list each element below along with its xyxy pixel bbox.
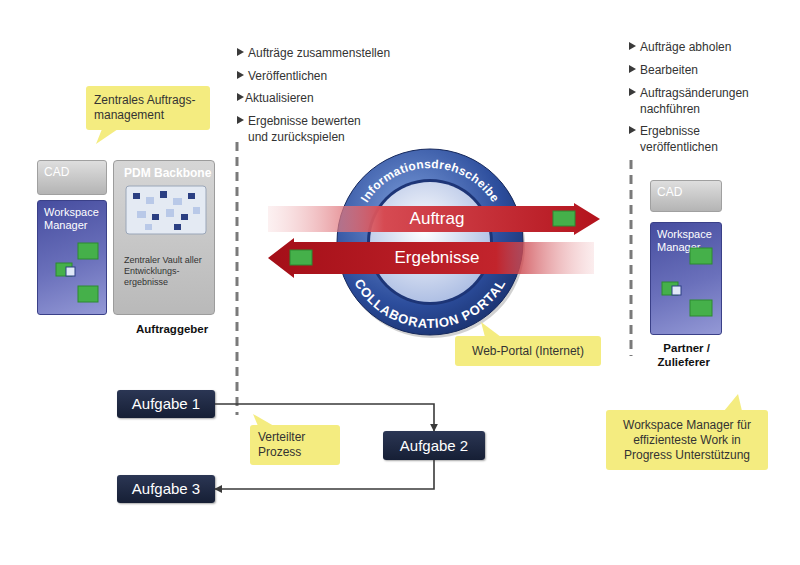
callout-text: Zentrales Auftrags- management <box>86 86 210 130</box>
task-box: Aufgabe 2 <box>383 431 485 460</box>
callout-tail <box>481 322 501 337</box>
arrow-band: Auftrag <box>268 203 600 235</box>
callout-body <box>250 425 340 465</box>
band-label: Ergebnisse <box>367 238 507 278</box>
workspace-label: Workspace Manager <box>657 228 719 254</box>
callout-box: Workspace Manager für effizienteste Work… <box>606 410 768 470</box>
pdm-box: PDM BackboneZentraler Vault aller Entwic… <box>113 160 215 315</box>
bullet-triangle <box>629 88 636 96</box>
dashed-divider <box>236 142 239 415</box>
task-label: Aufgabe 1 <box>117 390 215 418</box>
step-label: Aufträge abholen <box>640 39 790 55</box>
bullet-triangle <box>237 48 244 56</box>
bullet-triangle <box>237 71 244 79</box>
bullet-triangle <box>629 126 636 134</box>
arrow-band-shape <box>268 238 594 278</box>
workspace-box: Workspace Manager <box>37 200 107 315</box>
workspace-box: Workspace Manager <box>650 222 722 335</box>
ring-text: Informationsdrehscheibe <box>358 157 502 205</box>
callout-tail <box>253 414 274 426</box>
step-label: Bearbeiten <box>640 62 790 78</box>
party-label: Partner / Zulieferer <box>640 341 710 369</box>
cad-box: CAD <box>37 160 107 195</box>
cad-label: CAD <box>44 165 69 179</box>
step-label: Aktualisieren <box>245 90 395 106</box>
callout-body <box>86 86 210 130</box>
callout-text: Web-Portal (Internet) <box>455 336 601 366</box>
ring-text-path: COLLABORATION PORTAL <box>351 276 508 331</box>
pdm-title: PDM Backbone <box>124 166 212 180</box>
step-label: Ergebnisse veröffentlichen <box>640 123 740 155</box>
bullet-triangle <box>629 65 636 73</box>
task-box: Aufgabe 1 <box>117 390 215 418</box>
arrow-band: Ergebnisse <box>268 238 594 278</box>
callout-body <box>455 336 601 366</box>
step-label: Veröffentlichen <box>248 68 398 84</box>
cad-label: CAD <box>657 185 682 199</box>
task-box: Aufgabe 3 <box>117 475 215 503</box>
task-label: Aufgabe 2 <box>383 431 485 460</box>
dashed-divider <box>630 160 633 356</box>
step-label: Aufträge zusammenstellen <box>248 45 418 61</box>
bullet-triangle <box>629 42 636 50</box>
bullet-triangle <box>237 116 244 124</box>
cad-box: CAD <box>650 180 722 212</box>
callout-box: Web-Portal (Internet) <box>455 336 601 366</box>
step-label: Auftragsänderungen nachführen <box>640 85 758 117</box>
callout-text: Workspace Manager für effizienteste Work… <box>606 410 768 470</box>
callout-body <box>606 410 768 470</box>
callout-box: Verteilter Prozess <box>250 425 340 465</box>
callout-text: Verteilter Prozess <box>250 425 340 465</box>
callout-box: Zentrales Auftrags- management <box>86 86 210 130</box>
task-label: Aufgabe 3 <box>117 475 215 503</box>
callout-tail <box>96 129 118 144</box>
arrow-band-shape <box>268 203 600 235</box>
pdm-description: Zentraler Vault aller Entwicklungs- erge… <box>124 255 208 288</box>
bullet-triangle <box>237 93 244 101</box>
callout-tail <box>724 394 742 411</box>
workspace-label: Workspace Manager <box>44 206 104 232</box>
band-label: Auftrag <box>367 203 507 235</box>
ring-text-path: Informationsdrehscheibe <box>358 157 502 205</box>
ring-text: COLLABORATION PORTAL <box>351 276 508 331</box>
party-label: Auftraggeber <box>136 322 236 336</box>
step-label: Ergebnisse bewerten und zurückspielen <box>248 113 373 145</box>
